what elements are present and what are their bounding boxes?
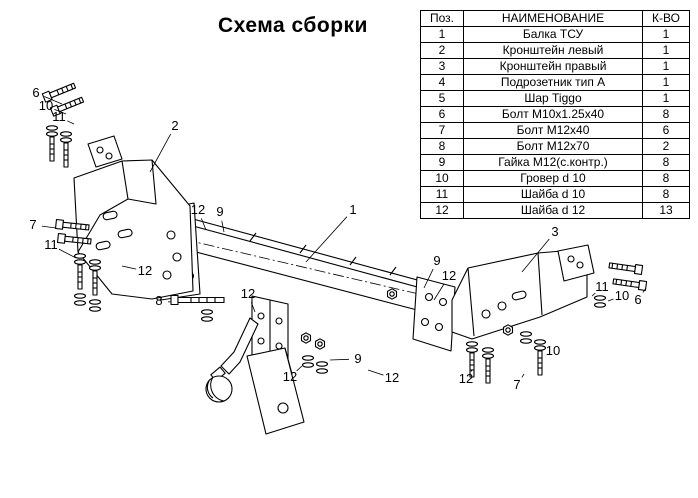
callout-7: 7 [29,217,36,232]
callout-leader [591,292,596,297]
row-qty: 13 [642,202,690,219]
callout-leader [470,369,473,372]
row-qty: 1 [642,58,690,75]
callout-12: 12 [442,268,456,283]
callout-11: 11 [52,109,66,124]
parts-table-header-row: Поз. НАИМЕНОВАНИЕ К-ВО [420,10,690,27]
callout-leader [200,218,207,231]
callout-leader [41,225,57,229]
callout-1: 1 [349,202,356,217]
row-name: Кронштейн правый [463,58,643,75]
callout-12: 12 [191,202,205,217]
callout-6: 6 [32,85,39,100]
hardware-drawing [41,80,648,384]
callout-leader [607,298,614,302]
callout-6: 6 [634,292,641,307]
callout-leader [250,302,256,313]
callout-9: 9 [433,253,440,268]
callout-leader [521,238,550,273]
callout-12: 12 [459,371,473,386]
page-title: Схема сборки [218,14,368,37]
callout-leader [296,365,303,372]
row-name: Кронштейн левый [463,42,643,59]
long-bolt-m12x70 [170,294,225,306]
callout-leader [433,283,445,301]
row-name: Болт М10х1.25х40 [463,106,643,123]
callout-leader [642,287,647,293]
col-header-qty: К-ВО [642,10,690,27]
callout-9: 9 [354,351,361,366]
callout-leader [305,216,348,263]
callout-leader [54,108,67,115]
callout-leader [121,265,137,270]
callout-7: 7 [513,377,520,392]
callout-leader [521,373,525,378]
row-qty: 6 [642,122,690,139]
callout-leader [66,120,75,125]
callout-12: 12 [138,263,152,278]
callout-12: 12 [385,370,399,385]
callout-leader [44,96,63,105]
callout-11: 11 [44,237,58,252]
beam-right-end-plate [412,276,456,352]
callout-leader [423,268,434,289]
ball-mount-drawing [205,295,305,435]
callout-leader [58,248,77,259]
callout-11: 11 [595,279,609,294]
callout-leader [329,358,350,361]
row-name: Шайба d 12 [463,202,643,219]
callout-leader [542,345,546,348]
callout-10: 10 [546,343,560,358]
right-bracket-drawing [451,244,595,340]
left-bracket-drawing [73,135,194,300]
callout-leader [221,220,225,233]
callout-12: 12 [283,369,297,384]
callout-12: 12 [241,286,255,301]
callout-8: 8 [155,293,162,308]
col-header-name: НАИМЕНОВАНИЕ [463,10,643,27]
callout-3: 3 [551,224,558,239]
callout-10: 10 [615,288,629,303]
callout-9: 9 [216,204,223,219]
callout-10: 10 [39,98,53,113]
row-name: Гайка М12(с.контр.) [463,154,643,171]
tow-ball [205,375,233,403]
callout-leader [149,133,172,173]
callout-leader [367,369,384,376]
row-name: Шайба d 10 [463,186,643,203]
row-pos: 11 [420,186,464,203]
callout-2: 2 [171,118,178,133]
